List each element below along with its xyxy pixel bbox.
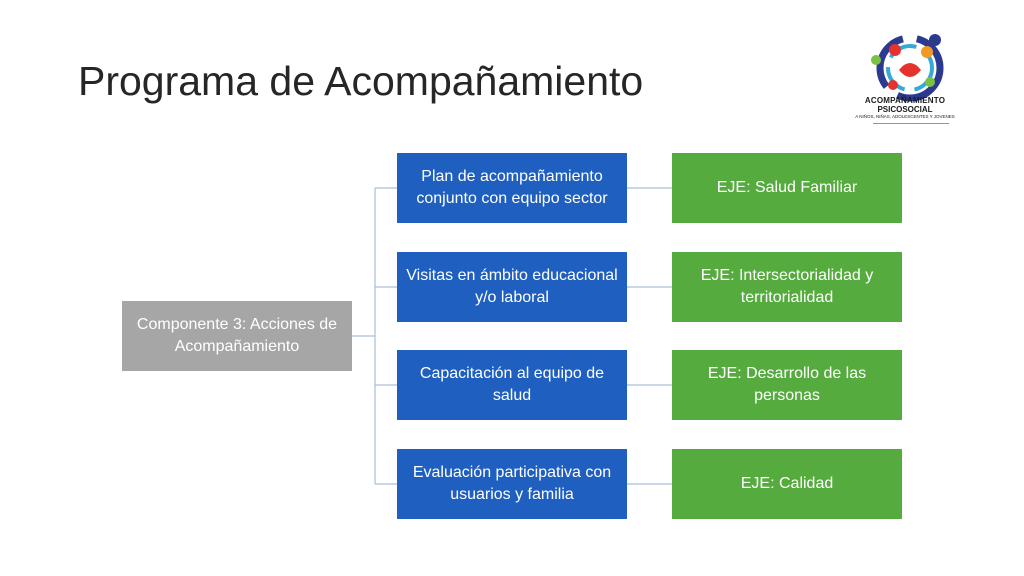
axis-node-1: EJE: Salud Familiar — [672, 153, 902, 223]
page-title: Programa de Acompañamiento — [78, 58, 644, 104]
action-node-2: Visitas en ámbito educacional y/o labora… — [397, 252, 627, 322]
axis-node-2: EJE: Intersectorialidad y territorialida… — [672, 252, 902, 322]
logo-line-1: ACOMPAÑAMIENTO — [864, 96, 946, 105]
logo-line-2: PSICOSOCIAL — [877, 105, 933, 114]
action-node-1: Plan de acompañamiento conjunto con equi… — [397, 153, 627, 223]
logo-line-3: A NIÑOS, NIÑAS, ADOLESCENTES Y JOVENES — [855, 114, 955, 119]
logo-text: ACOMPAÑAMIENTO PSICOSOCIAL A NIÑOS, NIÑA… — [845, 96, 965, 120]
action-node-4: Evaluación participativa con usuarios y … — [397, 449, 627, 519]
axis-node-4: EJE: Calidad — [672, 449, 902, 519]
action-node-3: Capacitación al equipo de salud — [397, 350, 627, 420]
acompanamiento-logo-icon — [871, 34, 944, 102]
logo-underline — [873, 123, 949, 124]
axis-node-3: EJE: Desarrollo de las personas — [672, 350, 902, 420]
root-node-componente-3: Componente 3: Acciones de Acompañamiento — [122, 301, 352, 371]
